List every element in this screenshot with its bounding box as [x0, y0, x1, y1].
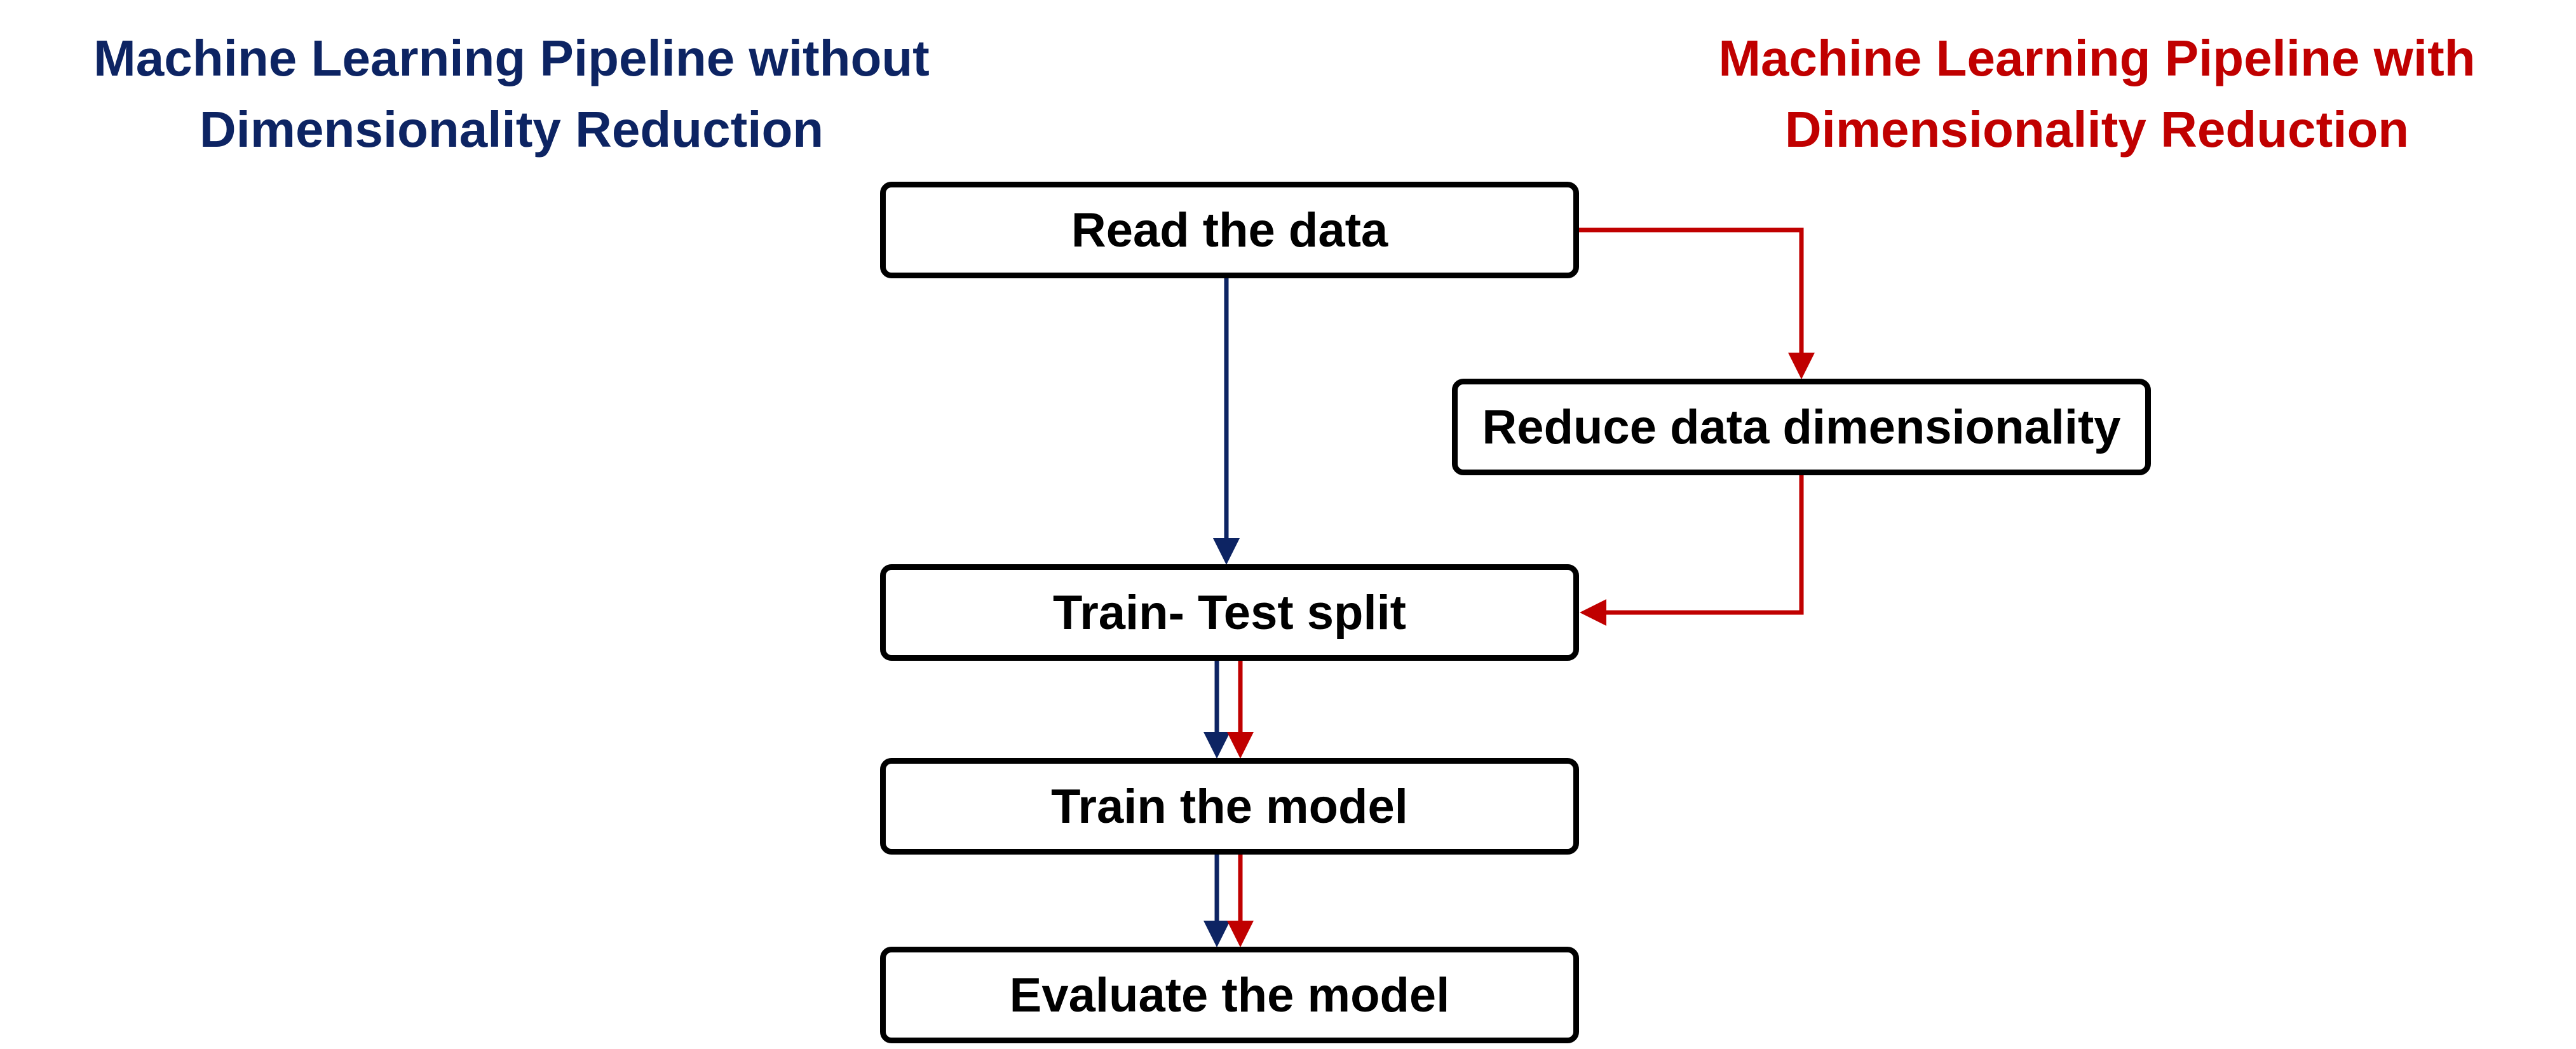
step-reduce-dimensionality: Reduce data dimensionality	[1452, 379, 2151, 475]
arrow-reduce-to-split-with	[1580, 475, 1804, 626]
step-reduce-dimensionality-label: Reduce data dimensionality	[1482, 400, 2121, 454]
step-train-test-split-label: Train- Test split	[1052, 585, 1406, 640]
step-train-model: Train the model	[880, 758, 1579, 855]
title-with-reduction-line1: Machine Learning Pipeline with	[1718, 30, 2476, 86]
step-read-data-label: Read the data	[1071, 203, 1388, 257]
step-evaluate-model-label: Evaluate the model	[1009, 968, 1450, 1022]
step-train-test-split: Train- Test split	[880, 564, 1579, 661]
title-with-reduction-line2: Dimensionality Reduction	[1784, 101, 2410, 158]
step-evaluate-model: Evaluate the model	[880, 947, 1579, 1043]
title-with-reduction: Machine Learning Pipeline with Dimension…	[1627, 23, 2567, 165]
step-read-data: Read the data	[880, 182, 1579, 278]
title-without-reduction-line1: Machine Learning Pipeline without	[93, 30, 930, 86]
step-train-model-label: Train the model	[1051, 779, 1408, 834]
arrow-read-to-reduce-with	[1579, 227, 1815, 379]
title-without-reduction-line2: Dimensionality Reduction	[199, 101, 824, 158]
title-without-reduction: Machine Learning Pipeline without Dimens…	[44, 23, 979, 165]
